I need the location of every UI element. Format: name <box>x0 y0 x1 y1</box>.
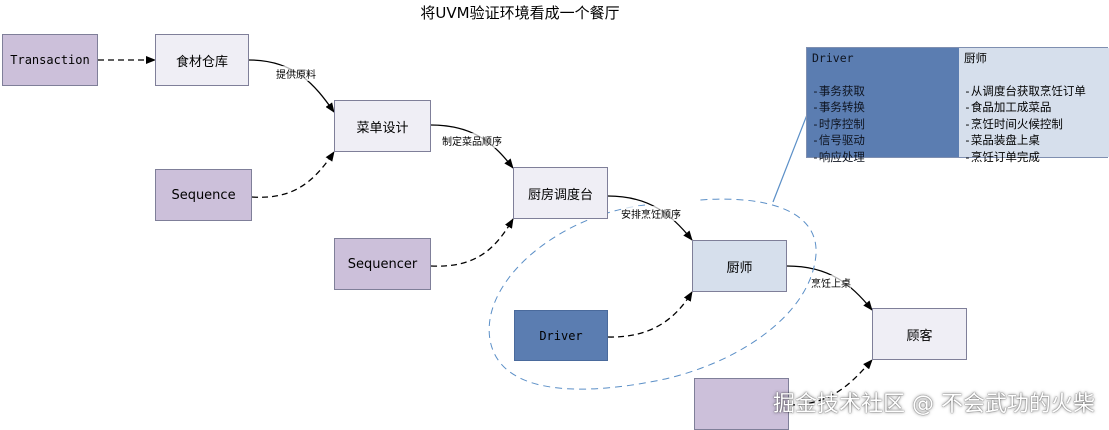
watermark: 掘金技术社区 @ 不会武功的火柴 <box>773 392 1095 417</box>
node-kitchen-dispatch: 厨房调度台 <box>513 167 608 219</box>
node-sequence: Sequence <box>155 169 252 221</box>
info-left-item: -响应处理 <box>812 149 865 164</box>
node-chef: 厨师 <box>692 240 787 292</box>
edge-sequence-to-menu <box>251 151 335 198</box>
driver-chef-info-table: Driver -事务获取 -事务转换 -时序控制 -信号驱动 -响应处理 厨师 … <box>806 47 1109 164</box>
info-table-left-header: Driver <box>812 51 854 65</box>
diagram-title: 将UVM验证环境看成一个餐厅 <box>420 4 620 22</box>
info-left-item: -事务转换 <box>812 100 865 114</box>
info-right-item: -食品加工成菜品 <box>964 100 1052 114</box>
info-table-right-column: 厨师 -从调度台获取烹饪订单 -食品加工成菜品 -烹饪时间火候控制 -菜品装盘上… <box>959 48 1109 164</box>
driver-chef-grouping-ellipse <box>488 198 817 390</box>
info-left-item: -时序控制 <box>812 116 865 131</box>
edge-driver-to-chef <box>607 291 693 338</box>
node-driver: Driver <box>514 310 608 361</box>
info-right-item: -烹饪订单完成 <box>964 149 1040 164</box>
node-customer: 顾客 <box>872 308 967 360</box>
info-right-item: -菜品装盘上桌 <box>964 133 1040 147</box>
info-left-item: -事务获取 <box>812 83 865 98</box>
node-sequencer: Sequencer <box>334 238 431 290</box>
edge-bottom-to-customer <box>788 359 873 406</box>
edge-sequencer-to-dispatch <box>430 218 514 267</box>
info-right-item: -烹饪时间火候控制 <box>964 116 1063 131</box>
callout-line <box>772 101 813 203</box>
info-left-item: -信号驱动 <box>812 133 865 147</box>
node-ingredient-store: 食材仓库 <box>155 34 249 86</box>
node-menu-design: 菜单设计 <box>334 100 431 152</box>
node-transaction: Transaction <box>2 34 98 86</box>
label-cook-serve: 烹饪上桌 <box>811 275 851 290</box>
info-table-left-column: Driver -事务获取 -事务转换 -时序控制 -信号驱动 -响应处理 <box>807 48 959 164</box>
info-right-item: -从调度台获取烹饪订单 <box>964 83 1086 98</box>
label-arrange-cooking: 安排烹饪顺序 <box>621 206 681 221</box>
label-define-order: 制定菜品顺序 <box>442 133 502 148</box>
info-table-right-header: 厨师 <box>964 51 987 65</box>
node-bottom-partial <box>694 378 789 430</box>
label-supply-materials: 提供原料 <box>276 66 316 81</box>
